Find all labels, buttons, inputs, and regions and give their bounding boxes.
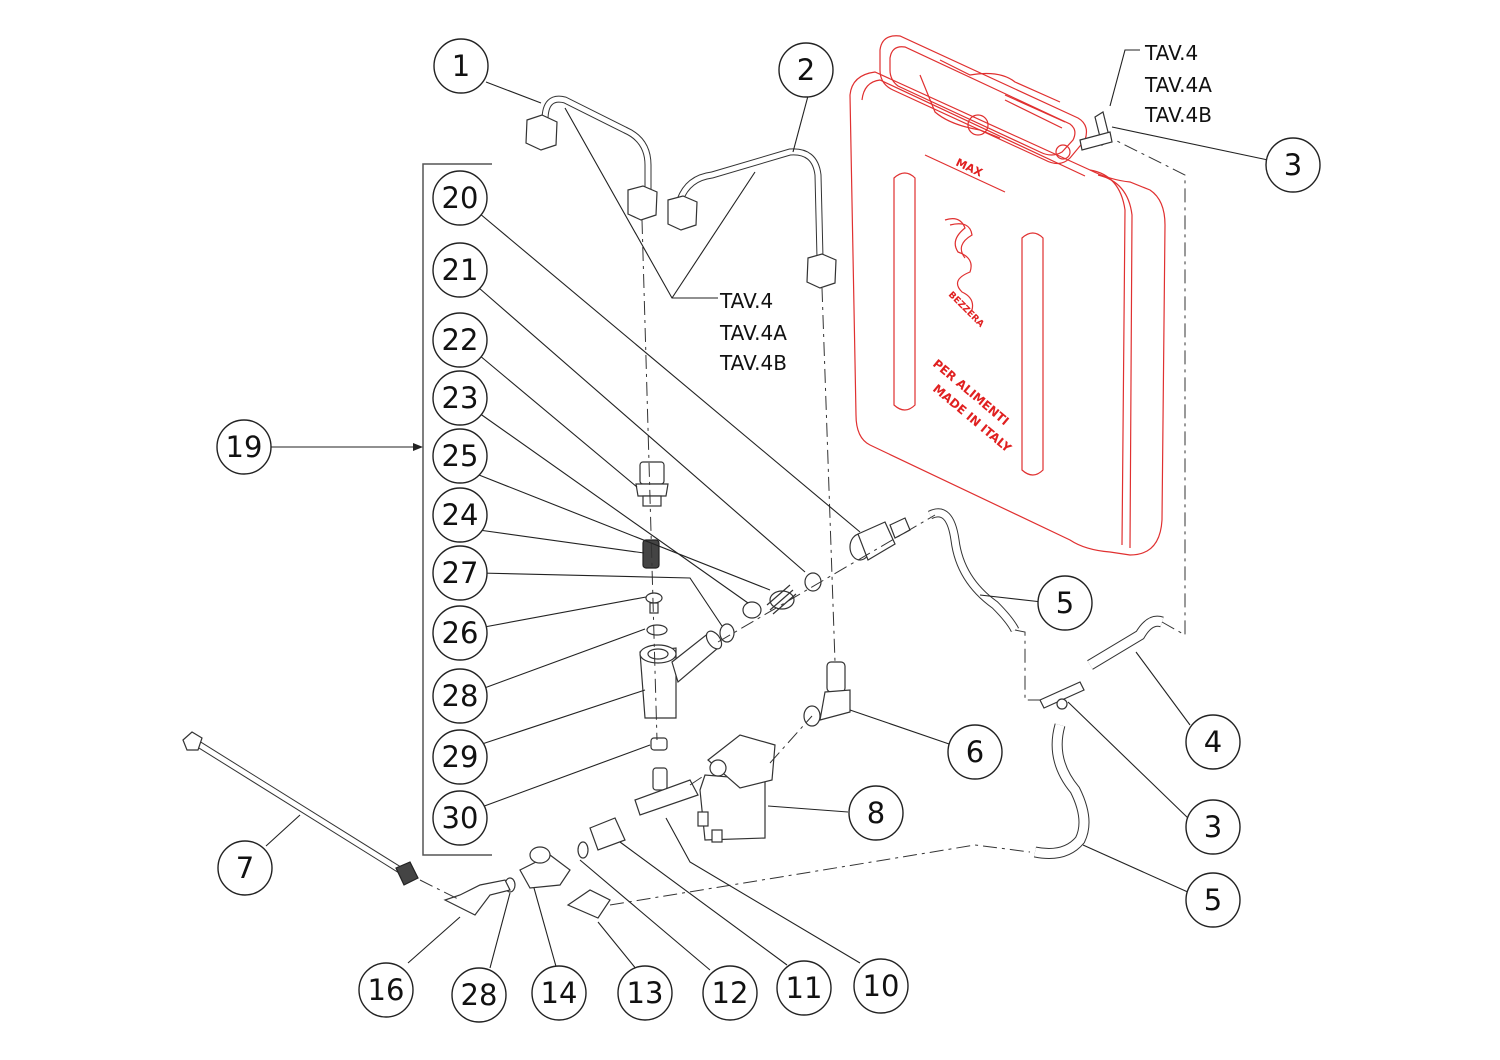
- balloon-23[interactable]: 23: [432, 370, 488, 426]
- svg-text:2: 2: [797, 53, 815, 87]
- balloon-20[interactable]: 20: [432, 170, 488, 226]
- svg-text:TAV.4: TAV.4: [719, 289, 773, 313]
- svg-text:8: 8: [867, 796, 885, 830]
- svg-text:22: 22: [442, 323, 479, 357]
- svg-text:12: 12: [712, 976, 749, 1010]
- svg-text:1: 1: [452, 49, 470, 83]
- svg-text:4: 4: [1204, 725, 1222, 759]
- balloon-26[interactable]: 26: [432, 605, 488, 661]
- svg-text:29: 29: [442, 740, 479, 774]
- o-ring-12[interactable]: [577, 841, 589, 859]
- tee-fitting-10[interactable]: [634, 767, 699, 816]
- svg-text:TAV.4: TAV.4: [1144, 41, 1198, 65]
- reference-label-center: TAV.4 TAV.4A TAV.4B: [719, 289, 787, 375]
- check-valve-body-22[interactable]: [635, 461, 669, 507]
- balloon-24[interactable]: 24: [432, 487, 488, 543]
- o-ring-28[interactable]: [646, 624, 668, 636]
- assembly-lines: [419, 139, 1186, 906]
- svg-text:10: 10: [863, 969, 900, 1003]
- balloon-5-upper[interactable]: 5: [1037, 575, 1093, 631]
- fitting-20[interactable]: [849, 517, 911, 561]
- balloon-19[interactable]: 19: [216, 419, 272, 475]
- svg-text:24: 24: [442, 498, 479, 532]
- balloon-10[interactable]: 10: [853, 958, 909, 1014]
- svg-text:28: 28: [461, 978, 498, 1012]
- svg-text:TAV.4A: TAV.4A: [719, 321, 787, 345]
- balloon-25[interactable]: 25: [432, 428, 488, 484]
- balloon-13[interactable]: 13: [617, 965, 673, 1021]
- pipe-7[interactable]: [182, 731, 419, 886]
- svg-text:5: 5: [1056, 586, 1074, 620]
- balloon-29[interactable]: 29: [432, 729, 488, 785]
- balloon-6[interactable]: 6: [947, 724, 1003, 780]
- spring-24[interactable]: [642, 539, 660, 569]
- balloon-11[interactable]: 11: [776, 960, 832, 1016]
- balloon-28-lower[interactable]: 28: [451, 967, 507, 1023]
- ring-25[interactable]: [742, 601, 762, 619]
- svg-text:19: 19: [226, 430, 263, 464]
- balloon-14[interactable]: 14: [531, 965, 587, 1021]
- balloon-22[interactable]: 22: [432, 312, 488, 368]
- svg-text:6: 6: [966, 735, 984, 769]
- balloon-21[interactable]: 21: [432, 242, 488, 298]
- pipe-1[interactable]: [525, 95, 658, 221]
- svg-text:5: 5: [1204, 883, 1222, 917]
- svg-text:7: 7: [236, 851, 254, 885]
- balloon-28[interactable]: 28: [432, 668, 488, 724]
- fitting-11[interactable]: [589, 817, 626, 851]
- svg-text:26: 26: [442, 616, 479, 650]
- tap-14[interactable]: [519, 846, 571, 889]
- balloon-16[interactable]: 16: [358, 962, 414, 1018]
- svg-text:13: 13: [627, 976, 664, 1010]
- svg-text:25: 25: [442, 439, 479, 473]
- balloon-4[interactable]: 4: [1185, 714, 1241, 770]
- reference-label-top-right: TAV.4 TAV.4A TAV.4B: [1144, 41, 1212, 127]
- svg-text:28: 28: [442, 679, 479, 713]
- elbow-13[interactable]: [566, 889, 611, 919]
- solenoid-valve-8[interactable]: [697, 734, 776, 843]
- balloon-2[interactable]: 2: [778, 42, 834, 98]
- tee-body-29[interactable]: [639, 628, 725, 719]
- water-tank[interactable]: MAX BEZZERA PER ALIMENTI MADE IN ITALY: [849, 35, 1166, 556]
- balloon-1[interactable]: 1: [433, 38, 489, 94]
- balloon-12[interactable]: 12: [702, 965, 758, 1021]
- filter-30[interactable]: [650, 737, 668, 751]
- balloon-5-lower[interactable]: 5: [1185, 872, 1241, 928]
- svg-text:BEZZERA: BEZZERA: [946, 290, 986, 330]
- svg-text:TAV.4B: TAV.4B: [1144, 103, 1212, 127]
- svg-text:21: 21: [442, 253, 479, 287]
- spring-23[interactable]: [766, 584, 797, 615]
- svg-text:20: 20: [442, 181, 479, 215]
- svg-text:TAV.4A: TAV.4A: [1144, 73, 1212, 97]
- balloon-3-lower[interactable]: 3: [1185, 799, 1241, 855]
- svg-text:30: 30: [442, 801, 479, 835]
- tee-fitting-3[interactable]: [1039, 681, 1085, 710]
- balloon-30[interactable]: 30: [432, 790, 488, 846]
- balloon-27[interactable]: 27: [432, 545, 488, 601]
- svg-text:3: 3: [1204, 810, 1222, 844]
- svg-text:TAV.4B: TAV.4B: [719, 351, 787, 375]
- elbow-fitting-6[interactable]: [803, 661, 851, 727]
- pipe-2[interactable]: [667, 148, 837, 289]
- balloon-3-top[interactable]: 3: [1265, 137, 1321, 193]
- svg-text:11: 11: [786, 971, 823, 1005]
- svg-text:14: 14: [541, 976, 578, 1010]
- o-ring-21[interactable]: [804, 572, 822, 592]
- bezzera-logo: BEZZERA: [944, 218, 986, 330]
- svg-text:23: 23: [442, 381, 479, 415]
- svg-text:16: 16: [368, 973, 405, 1007]
- elbow-16[interactable]: [443, 879, 511, 916]
- balloon-7[interactable]: 7: [217, 840, 273, 896]
- group-bracket-19: [266, 163, 492, 856]
- disc-27[interactable]: [719, 623, 735, 643]
- svg-text:27: 27: [442, 556, 479, 590]
- balloon-8[interactable]: 8: [848, 785, 904, 841]
- svg-text:3: 3: [1284, 148, 1302, 182]
- valve-plug-26[interactable]: [645, 592, 663, 614]
- leader-lines: [265, 49, 1269, 971]
